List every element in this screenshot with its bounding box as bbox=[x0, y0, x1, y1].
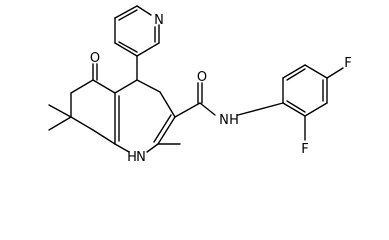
bond bbox=[304, 102, 328, 117]
bond bbox=[118, 41, 138, 53]
para-fluorine-label: F bbox=[344, 56, 351, 71]
bond bbox=[114, 42, 138, 57]
pyridine-nitrogen-label: N bbox=[154, 13, 164, 28]
amide-oxygen-label: O bbox=[197, 70, 207, 85]
bond bbox=[114, 79, 138, 94]
bond bbox=[326, 67, 344, 79]
bond bbox=[157, 116, 176, 145]
bond bbox=[70, 116, 94, 131]
bond bbox=[70, 79, 94, 94]
atom-labels: N O O N H H N F F bbox=[90, 13, 352, 165]
ketone-oxygen-label: O bbox=[90, 51, 100, 66]
bond bbox=[286, 68, 306, 81]
bond bbox=[282, 102, 306, 117]
ring-nh-hydrogen-label: H bbox=[127, 150, 137, 165]
bond bbox=[48, 104, 72, 118]
bond bbox=[114, 5, 138, 19]
bond bbox=[286, 100, 306, 113]
bond bbox=[114, 143, 130, 153]
bonds bbox=[48, 5, 344, 153]
bond bbox=[118, 9, 138, 21]
bond bbox=[136, 42, 160, 57]
bond bbox=[199, 102, 216, 116]
bond bbox=[174, 102, 201, 118]
bond bbox=[146, 143, 159, 153]
bond bbox=[92, 129, 116, 145]
bond bbox=[304, 64, 328, 79]
molecule-structure: N O O N H H N F F bbox=[48, 5, 352, 165]
bond bbox=[92, 79, 116, 94]
ortho-fluorine-label: F bbox=[301, 142, 308, 157]
amide-nitrogen-label: N bbox=[219, 113, 229, 128]
bond bbox=[282, 64, 306, 79]
bond bbox=[136, 5, 152, 16]
bond bbox=[153, 114, 172, 143]
bond bbox=[136, 79, 161, 93]
bond bbox=[237, 102, 284, 116]
amide-hydrogen-label: H bbox=[229, 113, 239, 128]
bond bbox=[48, 116, 72, 131]
ring-nitrogen-label: N bbox=[136, 150, 146, 165]
bond bbox=[159, 91, 176, 118]
